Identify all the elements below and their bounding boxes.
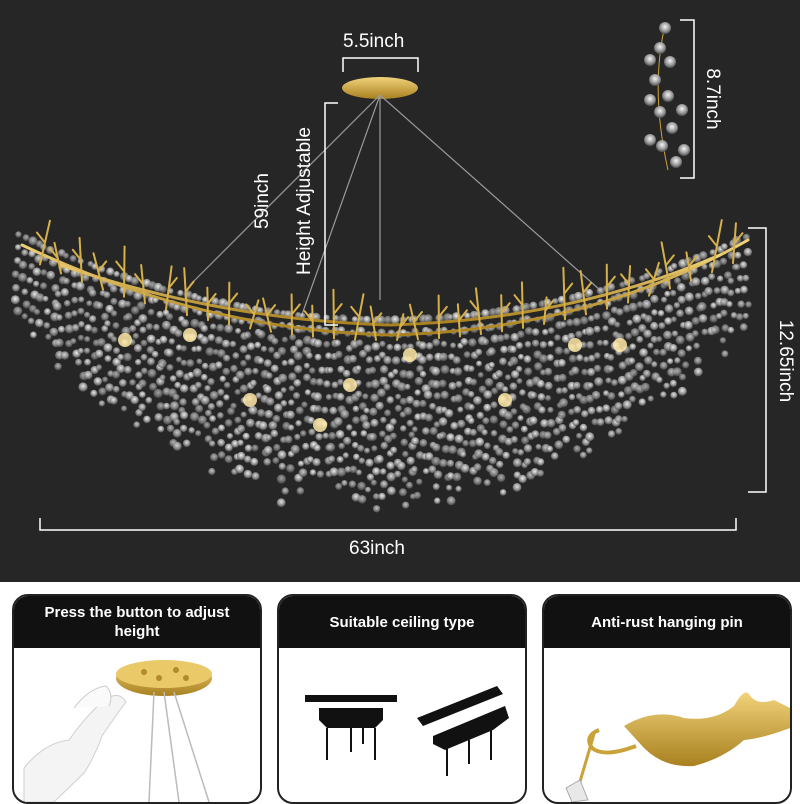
fixture-height-label: 12.65inch: [775, 319, 796, 403]
height-adjustable-label: Height Adjustable: [294, 127, 315, 275]
branch-twigs: [35, 219, 744, 341]
fixture-length-label: 63inch: [349, 538, 405, 559]
chandelier-illustration: [10, 19, 767, 531]
fixture-length-bracket: [39, 518, 737, 531]
feature-card-pin: Anti-rust hanging pin: [542, 594, 792, 804]
feature-card-title: Suitable ceiling type: [279, 596, 525, 648]
height-adjust-image: [23, 660, 212, 802]
feature-card-title: Press the button to adjust height: [14, 596, 260, 648]
chain-height-label: 8.7inch: [702, 68, 723, 130]
ceiling-type-image: [305, 686, 509, 776]
canopy-width-bracket: [342, 57, 419, 72]
fixture-height-bracket: [748, 227, 767, 493]
cable-length-label: 59inch: [252, 173, 273, 229]
chain-height-bracket: [680, 19, 695, 179]
feature-card-ceiling: Suitable ceiling type: [277, 594, 527, 804]
height-adjust-illustration: [14, 648, 260, 802]
crystal-strands: [10, 231, 752, 513]
feature-card-height: Press the button to adjust height: [12, 594, 262, 804]
product-dimension-panel: 5.5inch 59inch Height Adjustable 8.7inch…: [0, 0, 800, 582]
light-bulbs: [118, 328, 627, 432]
canopy-width-label: 5.5inch: [343, 31, 405, 52]
suspension-cables: [189, 94, 601, 321]
feature-card-title: Anti-rust hanging pin: [544, 596, 790, 648]
ceiling-type-illustration: [279, 648, 525, 802]
canopy: [342, 77, 418, 99]
cable-length-bracket: [324, 102, 338, 326]
hanging-pin-illustration: [544, 648, 790, 802]
gold-branches: [20, 238, 750, 337]
feature-cards: Press the button to adjust height Suitab…: [0, 582, 800, 804]
hanging-pin-image: [565, 692, 790, 802]
crystal-chain-sample: [644, 22, 690, 171]
